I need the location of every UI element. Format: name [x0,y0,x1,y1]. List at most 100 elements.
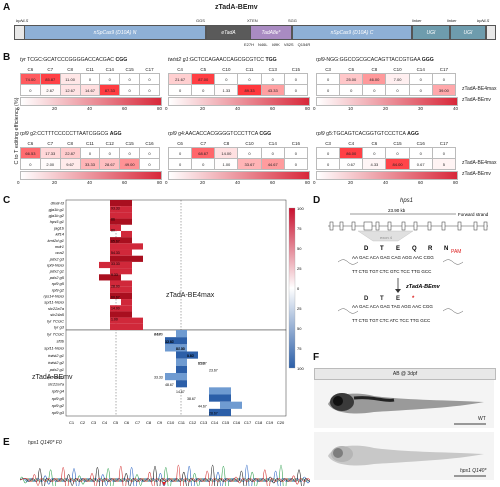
xten-label: XTEN [247,18,258,23]
c-top-value: 1.00 [111,318,118,322]
b-col-header: C10 [222,66,231,72]
b-heat-cell: 0 [315,73,341,85]
c-top-cell [110,224,121,231]
c-top-cell [121,323,132,330]
b-heat-cell: 33.33 [79,158,101,170]
b-heat-cell: 0 [283,73,309,85]
b-heat-cell: 0 [119,147,141,159]
b-heat-cell: 89.33 [237,84,262,96]
b-block-title: rpl9 g4:AACACCACGGGGTCCCTTCA CGG [168,131,271,137]
c-top-row-label: rpl9-NGG [47,263,64,268]
c-bottom-value: 84.00 [176,347,185,351]
c-colorbar-tick: 75 [297,346,302,351]
c-top-cell [110,212,121,219]
b-heat-cell: 33.67 [237,158,262,170]
b-gradient-tick: 60 [122,106,128,111]
panel-a-label: A [3,2,11,13]
b-heat-cell: 66.53 [20,147,41,159]
mutation-4: Q154R [297,42,311,47]
b-block-title: twist2 g1:GCTCCAGAACCAGCGCGTCC TGG [168,57,277,63]
b-col-header: C11 [245,66,254,72]
b-heat-cell: 0 [431,73,457,85]
c-bottom-row-label: spi11-NGG [44,346,64,351]
b-heat-cell: 0 [167,147,193,159]
c-top-row-label: dhx8-t3 [51,201,65,206]
b-gradient-tick: 60 [418,180,424,185]
c-top-cell [110,218,121,225]
b-col-header: C16 [416,140,425,146]
b-gradient-tick: 80 [305,106,311,111]
b-heat-cell: 87.33 [99,84,121,96]
c-top-cell [99,274,110,281]
b-heat-cell: 12.67 [59,84,81,96]
exon-block [427,221,432,231]
c-top-value: 14.00 [111,307,120,311]
b-col-header: C7 [47,66,54,72]
bpnls-right-box [486,25,496,40]
b-heat-cell: 7.00 [385,73,410,85]
c-x-tick: C13 [200,420,208,425]
c-top-cell [99,261,110,269]
b-gradient-tick: 0 [165,106,168,111]
b-gradient-bar [20,97,162,106]
c-top-cell [110,305,121,312]
b-heat-cell: 2.00 [39,158,61,170]
aa-mut-residue: T [380,296,384,302]
c-x-tick: C17 [244,420,252,425]
c-top-cell [110,268,121,275]
c-top-row-label: slc24a5 [50,312,65,317]
b-block-title: rpl9-NGG:GGCCGCGCACAGTTACCGTGAA GGG [316,57,434,63]
c-bottom-value: 28.67 [209,412,218,416]
c-top-cell [121,286,132,293]
b-gradient-tick: 20 [383,106,389,111]
b-col-header: C11 [85,66,94,72]
ncas9-n-label: nSpCas9 (D10A) N [93,29,137,36]
c-bottom-cell [187,351,198,359]
b-gradient-tick: 80 [305,180,311,185]
b-heat-cell: 68.67 [191,147,216,159]
b-heat-cell: 0 [119,73,141,85]
b-gradient-tick: 80 [157,106,163,111]
fish-mut-label: hps1 Q140* [460,468,487,474]
sgg-label: SGG [288,18,297,23]
exon-block [363,221,373,231]
mutation-list: E27H N46L I49K V82S Q154R [244,42,310,47]
c-bottom-row-label: sf3b [56,339,64,344]
b-heat-cell: 25.00 [339,73,364,85]
pam-label: PAM [451,249,461,255]
c-x-tick: C18 [255,420,263,425]
b-heat-cell: 0 [315,158,341,170]
b-gradient-bar [316,97,458,106]
mutation-3: V82S [283,42,294,47]
c-bottom-cell [220,387,231,395]
b-col-header: C12 [105,140,114,146]
ugi2-label: UGI [463,29,473,36]
b-gradient-tick: 40 [235,180,241,185]
b-block-gene: rpl9 [168,131,177,137]
c-x-tick: C16 [233,420,241,425]
b-col-header: C14 [416,66,425,72]
c-bottom-value: 33.33 [165,340,174,344]
c-top-row-label: pdx2 g1 [49,269,64,274]
c-colorbar-tick: 25 [297,306,302,311]
c-top-cell [121,268,132,275]
c-top-row-label: rpl9 g5 [52,281,65,286]
c-top-cell [121,218,132,225]
b-heat-cell: 0 [167,158,193,170]
c-x-tick: C10 [167,420,175,425]
c-top-cell [121,212,132,219]
b-block-seq: :GCTCCAGAACCAGCGCGTCC [188,57,266,63]
seq-comp: TT CTG TGT CTC GTC TCC TTG GCC [352,269,432,274]
fish-wt-image [314,380,494,428]
c-top-row-label: rpl9 g2 [52,287,65,292]
c-top-cell [132,323,143,330]
b-row-label-1b: zTadA-BE4max [462,160,497,166]
b-block-pam: AGG [407,131,419,137]
panel-c-label: C [3,195,11,206]
b-heat-cell: 5 [431,158,457,170]
c-colorbar-tick: 100 [297,366,304,371]
c-top-cell [121,230,132,238]
